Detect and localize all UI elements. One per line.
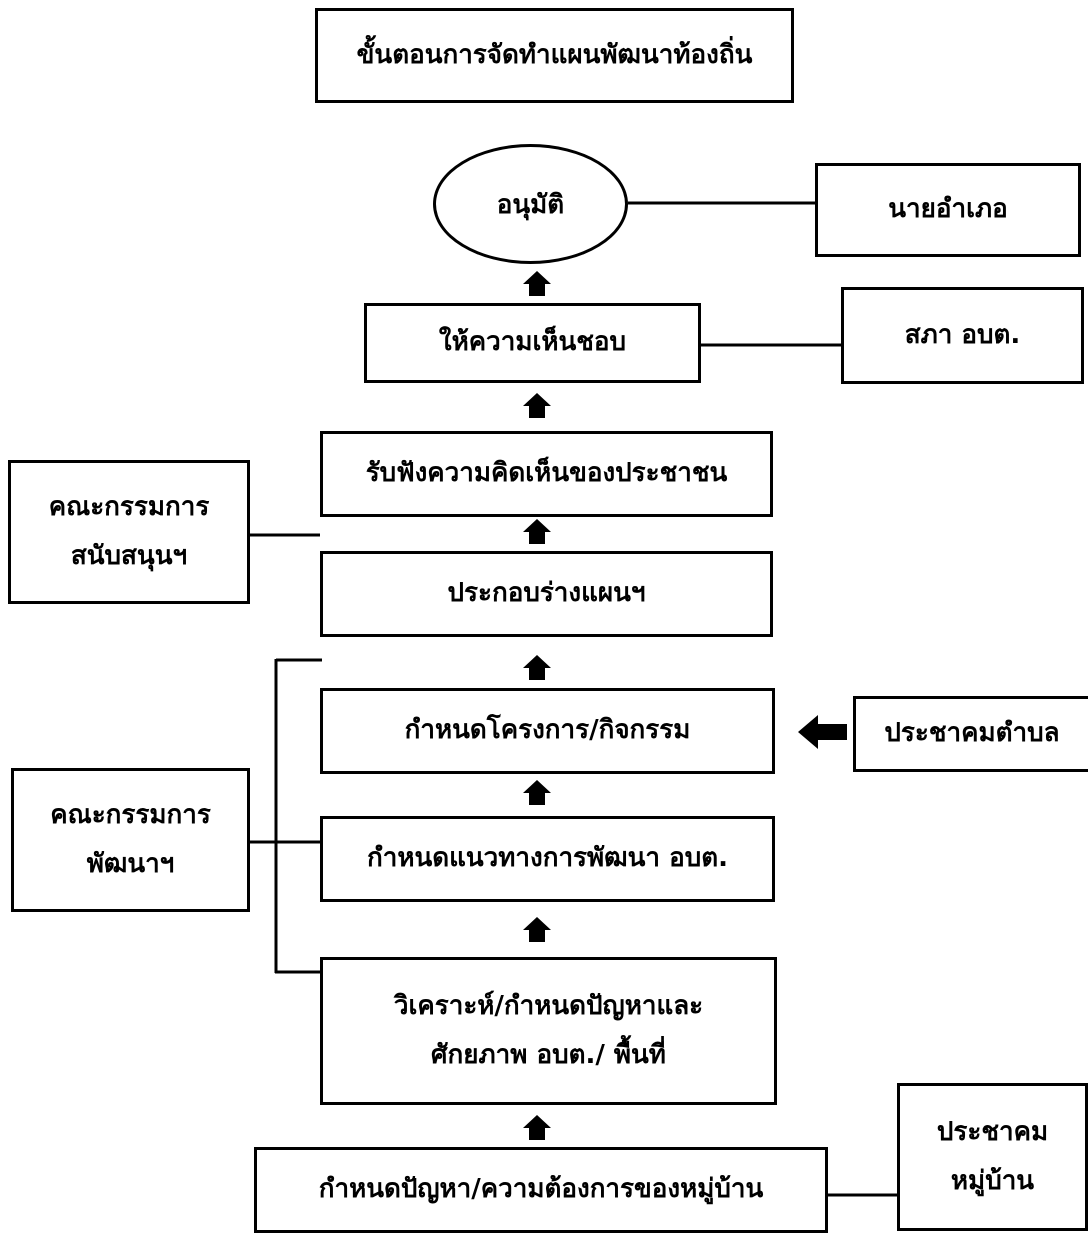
council-label: สภา อบต. (904, 319, 1021, 350)
district-chief-label: นายอำเภอ (888, 194, 1008, 225)
village-community-line2: หมู่บ้าน (950, 1166, 1035, 1196)
diagram-title-text: ขั้นตอนการจัดทำแผนพัฒนาท้องถิ่น (356, 39, 753, 70)
up-arrow-icon (523, 780, 551, 805)
up-arrow-icon (523, 1115, 551, 1140)
council-box: สภา อบต. (841, 287, 1084, 384)
village-community-line1: ประชาคม (936, 1116, 1049, 1147)
analysis-label-line1: วิเคราะห์/กำหนดปัญหาและ (393, 990, 704, 1021)
up-arrow-icon (523, 917, 551, 942)
public-hearing-step: รับฟังความคิดเห็นของประชาชน (320, 431, 773, 517)
draft-plan-step: ประกอบร่างแผนฯ (320, 551, 773, 637)
draft-plan-label: ประกอบร่างแผนฯ (447, 578, 646, 609)
endorse-label: ให้ความเห็นชอบ (438, 327, 627, 358)
approve-node: อนุมัติ (433, 144, 628, 264)
subdistrict-community-label: ประชาคมตำบล (884, 718, 1060, 749)
endorse-step: ให้ความเห็นชอบ (364, 303, 701, 383)
guidelines-label: กำหนดแนวทางการพัฒนา อบต. (367, 843, 728, 874)
public-hearing-label: รับฟังความคิดเห็นของประชาชน (365, 458, 728, 489)
up-arrow-icon (523, 519, 551, 544)
diagram-title: ขั้นตอนการจัดทำแผนพัฒนาท้องถิ่น (315, 8, 794, 103)
analysis-label-line2: ศักยภาพ อบต./ พื้นที่ (431, 1040, 666, 1070)
village-community-box: ประชาคม หมู่บ้าน (897, 1083, 1088, 1231)
analysis-step: วิเคราะห์/กำหนดปัญหาและ ศักยภาพ อบต./ พื… (320, 957, 777, 1105)
village-needs-label: กำหนดปัญหา/ความต้องการของหมู่บ้าน (318, 1174, 764, 1205)
support-committee-line1: คณะกรรมการ (48, 491, 210, 522)
subdistrict-community-box: ประชาคมตำบล (853, 696, 1088, 772)
support-committee-box: คณะกรรมการ สนับสนุนฯ (8, 460, 250, 604)
guidelines-step: กำหนดแนวทางการพัฒนา อบต. (320, 816, 775, 902)
village-needs-step: กำหนดปัญหา/ความต้องการของหมู่บ้าน (254, 1147, 828, 1233)
projects-step: กำหนดโครงการ/กิจกรรม (320, 688, 775, 774)
up-arrow-icon (523, 655, 551, 680)
projects-label: กำหนดโครงการ/กิจกรรม (404, 715, 691, 746)
support-committee-line2: สนับสนุนฯ (70, 541, 188, 571)
development-committee-line2: พัฒนาฯ (86, 849, 175, 879)
approve-label: อนุมัติ (496, 189, 565, 220)
development-committee-box: คณะกรรมการ พัฒนาฯ (11, 768, 250, 912)
left-arrow-icon (798, 715, 847, 749)
up-arrow-icon (523, 271, 551, 296)
district-chief-box: นายอำเภอ (815, 163, 1081, 257)
development-committee-line1: คณะกรรมการ (50, 799, 211, 830)
up-arrow-icon (523, 393, 551, 418)
